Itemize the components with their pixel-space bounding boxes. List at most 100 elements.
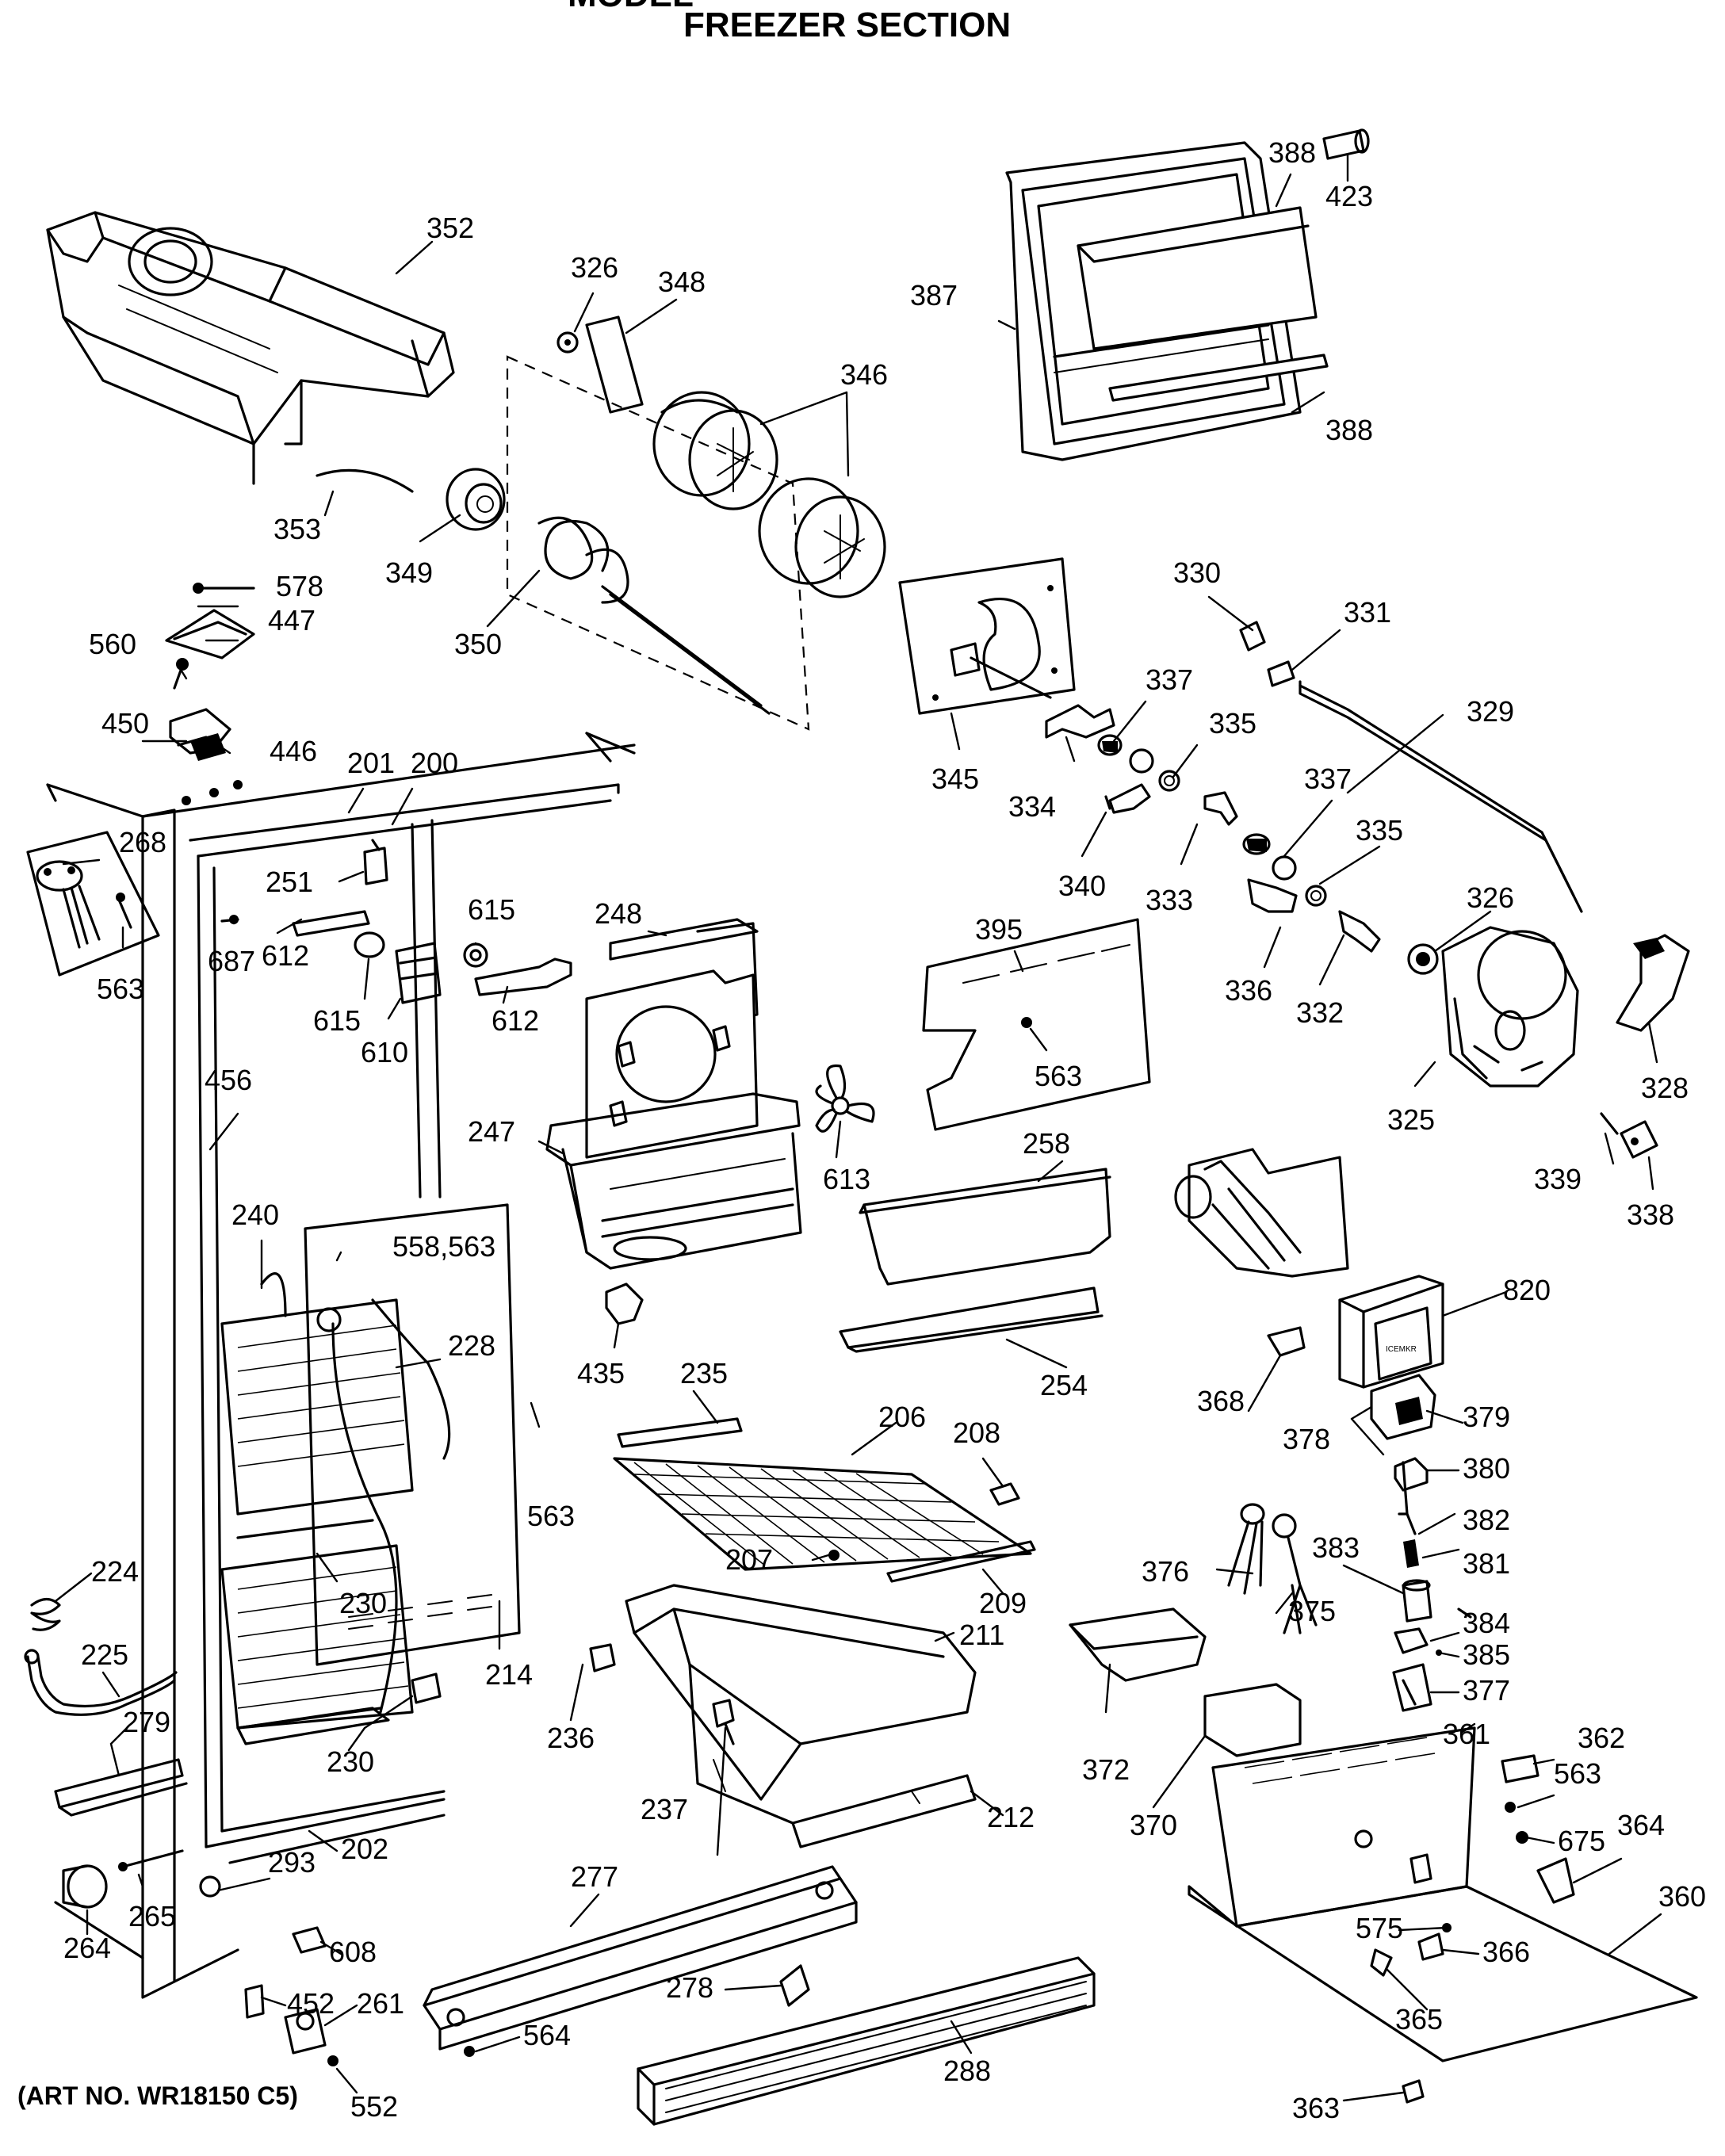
label-370: 370 — [1130, 1809, 1177, 1841]
section-title: FREEZER SECTION — [683, 6, 1011, 44]
rail-277 — [423, 1865, 858, 2057]
label-563-d: 563 — [1554, 1757, 1601, 1790]
label-365: 365 — [1395, 2003, 1443, 2036]
label-376: 376 — [1142, 1555, 1189, 1588]
label-247: 247 — [468, 1115, 515, 1148]
motor-plate-345 — [898, 557, 1076, 715]
label-268: 268 — [119, 826, 166, 858]
label-329: 329 — [1467, 695, 1514, 728]
label-288: 288 — [943, 2055, 991, 2087]
label-560: 560 — [89, 628, 136, 660]
label-377: 377 — [1463, 1674, 1510, 1707]
label-345: 345 — [931, 763, 979, 795]
label-240: 240 — [231, 1198, 279, 1231]
label-330: 330 — [1173, 556, 1221, 589]
label-208: 208 — [953, 1416, 1000, 1449]
label-613: 613 — [823, 1163, 870, 1195]
label-209: 209 — [979, 1587, 1027, 1619]
label-385: 385 — [1463, 1638, 1510, 1671]
label-575: 575 — [1356, 1912, 1403, 1944]
dispenser-door-387 — [1005, 141, 1329, 461]
label-211: 211 — [959, 1619, 1004, 1651]
label-236: 236 — [547, 1722, 595, 1754]
part-labels: 352 326 348 346 388 423 387 388 353 349 … — [63, 136, 1706, 2124]
cam-parts — [1045, 704, 1381, 953]
label-334: 334 — [1008, 790, 1056, 823]
label-339: 339 — [1534, 1163, 1582, 1195]
dispenser-solenoid-stack — [1370, 1374, 1472, 1712]
label-615-b: 615 — [313, 1004, 361, 1037]
label-328: 328 — [1641, 1072, 1689, 1104]
linkage-329 — [1239, 621, 1583, 913]
fan-blade-613 — [815, 1064, 875, 1133]
label-383: 383 — [1312, 1531, 1360, 1564]
label-235: 235 — [680, 1357, 728, 1390]
heater-inset-268 — [26, 831, 160, 977]
model-title-cut: MODEL — [568, 0, 694, 14]
label-326: 326 — [571, 251, 618, 284]
label-350: 350 — [454, 628, 502, 660]
label-228: 228 — [448, 1329, 495, 1362]
label-558-563: 558,563 — [392, 1230, 495, 1263]
label-230-a: 230 — [339, 1587, 387, 1619]
label-368: 368 — [1197, 1385, 1245, 1417]
drain-parts — [24, 1597, 188, 1817]
label-452: 452 — [287, 1987, 335, 2020]
label-608: 608 — [329, 1936, 377, 1968]
label-264: 264 — [63, 1932, 111, 1964]
label-360: 360 — [1658, 1880, 1706, 1913]
label-387: 387 — [910, 279, 958, 312]
label-254: 254 — [1040, 1369, 1088, 1401]
cover-372-edge — [1069, 1623, 1199, 1650]
screw-563 — [1021, 1017, 1032, 1028]
label-202: 202 — [341, 1833, 388, 1865]
label-610: 610 — [361, 1036, 408, 1068]
fan-motor-parts — [220, 839, 572, 1004]
label-362: 362 — [1578, 1722, 1625, 1754]
label-336: 336 — [1225, 974, 1272, 1007]
label-237: 237 — [641, 1793, 688, 1825]
label-361: 361 — [1443, 1718, 1490, 1750]
switch-338 — [1600, 1112, 1658, 1159]
label-382: 382 — [1463, 1504, 1510, 1536]
label-331: 331 — [1344, 596, 1391, 629]
label-612-b: 612 — [491, 1004, 539, 1037]
label-380: 380 — [1463, 1452, 1510, 1485]
auger-assembly — [446, 315, 886, 731]
label-564: 564 — [523, 2019, 571, 2051]
part-435 — [605, 1283, 644, 1325]
label-820: 820 — [1503, 1274, 1551, 1306]
label-206: 206 — [878, 1401, 926, 1433]
cover-372 — [1069, 1607, 1207, 1682]
freezer-cabinet-456 — [46, 732, 636, 1999]
label-200: 200 — [411, 747, 458, 779]
label-552: 552 — [350, 2090, 398, 2123]
label-435: 435 — [577, 1357, 625, 1390]
hinge-parts — [244, 1926, 338, 2066]
label-335-b: 335 — [1356, 814, 1403, 847]
label-379: 379 — [1463, 1401, 1510, 1433]
label-293: 293 — [268, 1846, 316, 1879]
label-346: 346 — [840, 358, 888, 391]
part-423 — [1322, 128, 1370, 160]
label-366: 366 — [1482, 1936, 1530, 1968]
label-335-a: 335 — [1209, 707, 1256, 740]
label-212: 212 — [987, 1801, 1035, 1833]
label-456: 456 — [205, 1064, 252, 1096]
label-353: 353 — [273, 513, 321, 545]
label-375: 375 — [1288, 1595, 1336, 1627]
label-423: 423 — [1325, 180, 1373, 212]
label-251: 251 — [266, 866, 313, 898]
label-446: 446 — [270, 735, 317, 767]
dispenser-base-360 — [1188, 1726, 1698, 2062]
label-578: 578 — [276, 570, 323, 602]
label-675: 675 — [1558, 1825, 1605, 1857]
label-325: 325 — [1387, 1103, 1435, 1136]
motor-370 — [1203, 1683, 1302, 1757]
label-333: 333 — [1146, 884, 1193, 916]
panel-395 — [922, 918, 1151, 1131]
label-340: 340 — [1058, 870, 1106, 902]
label-224: 224 — [91, 1555, 139, 1588]
label-261: 261 — [357, 1987, 404, 2020]
